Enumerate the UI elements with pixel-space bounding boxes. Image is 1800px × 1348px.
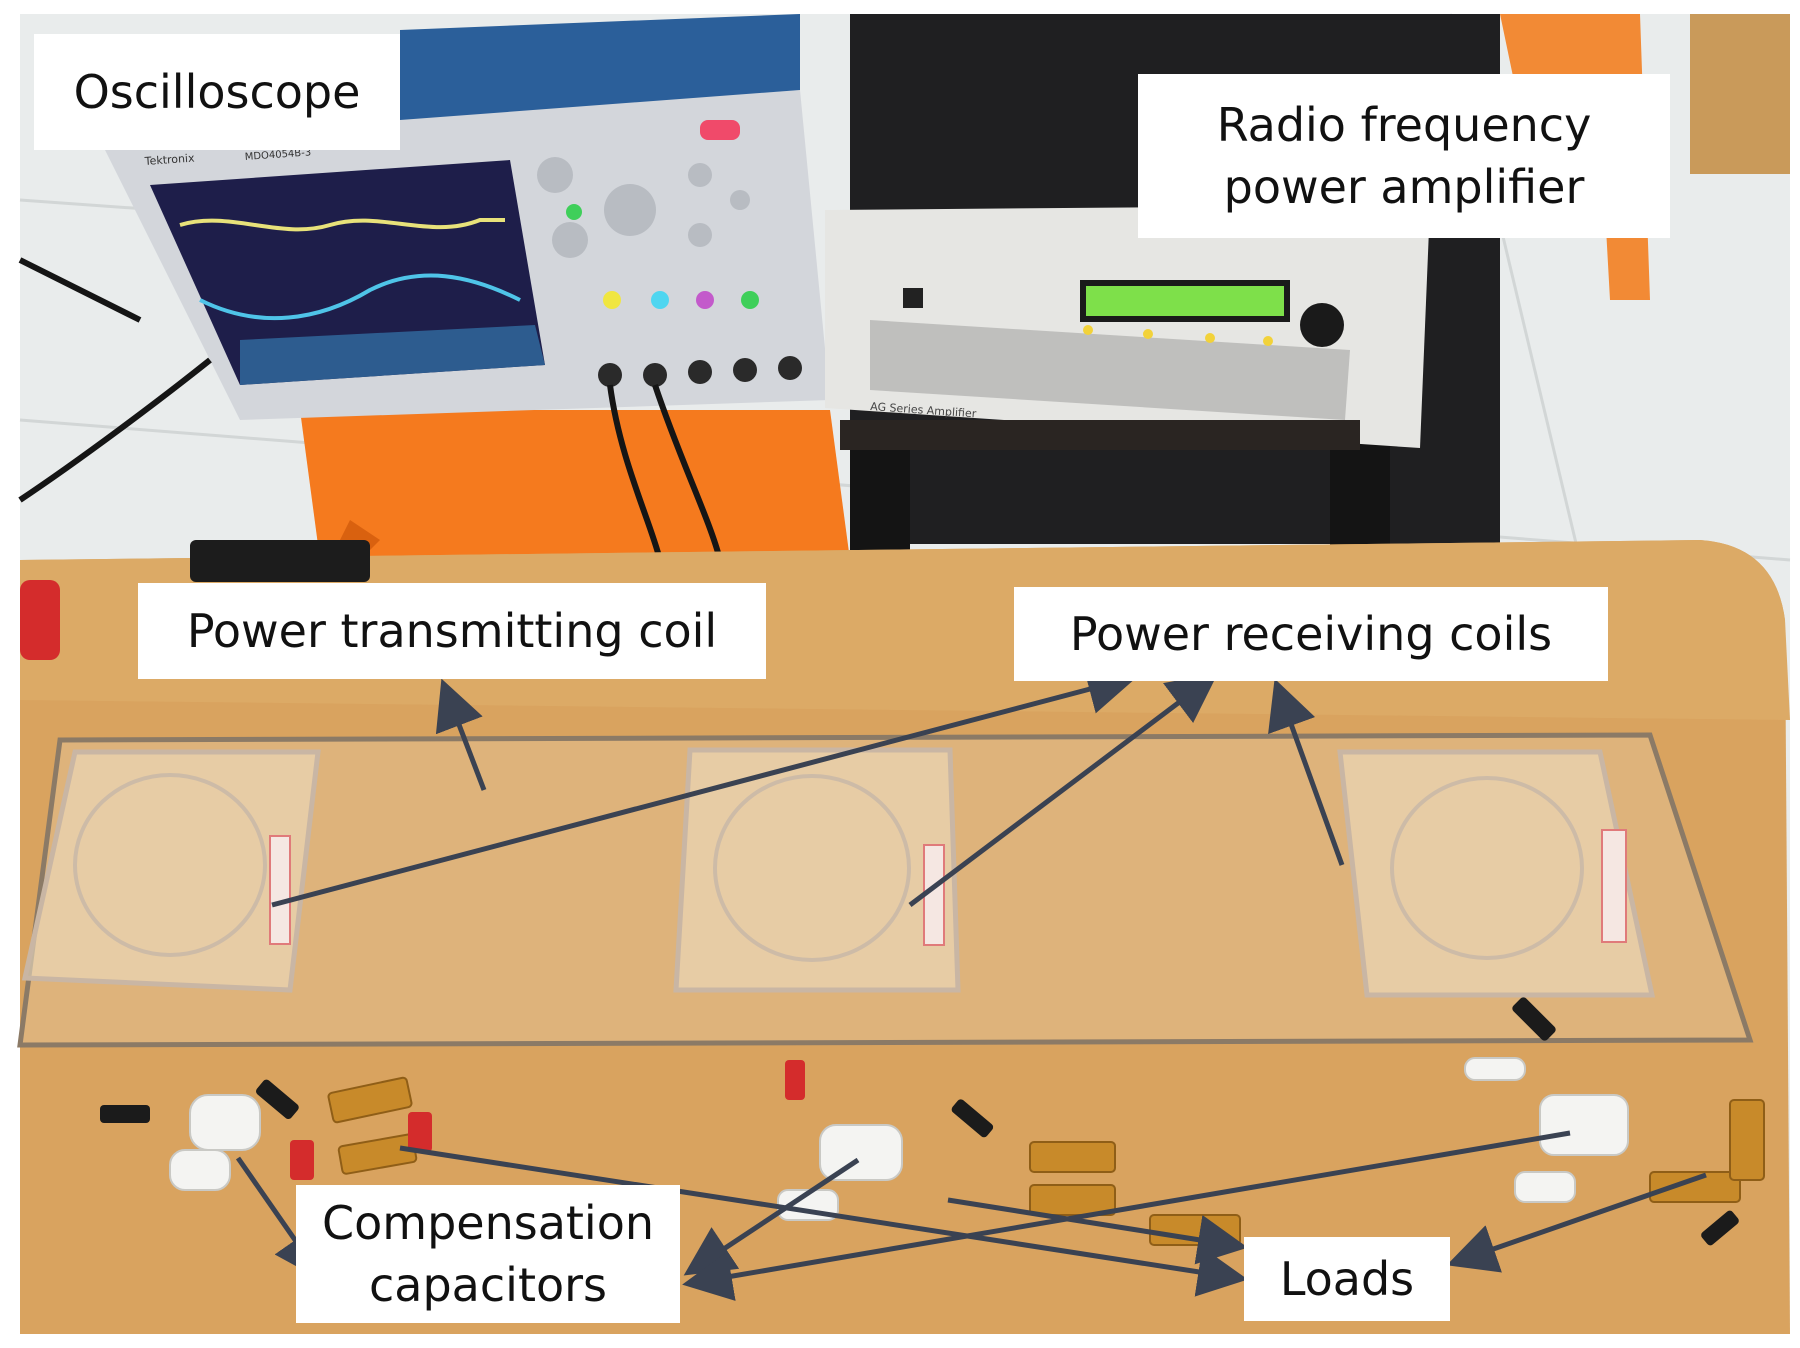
yellow-trace bbox=[179, 218, 505, 232]
oscilloscope-screen bbox=[150, 160, 545, 385]
label-receiving-coils-text: Power receiving coils bbox=[1069, 606, 1553, 661]
label-loads-text: Loads bbox=[1279, 1251, 1415, 1306]
label-transmitting-coil-text: Power transmitting coil bbox=[186, 603, 718, 658]
label-receiving-coils: Power receiving coils bbox=[1014, 587, 1608, 681]
label-transmitting-coil: Power transmitting coil bbox=[138, 583, 766, 679]
orange-stool bbox=[300, 410, 850, 560]
label-rf-amplifier-line2: power amplifier bbox=[1223, 160, 1585, 214]
amplifier-vent-grille bbox=[870, 320, 1350, 420]
arrow-receiving-coil-3 bbox=[1268, 678, 1345, 866]
arrow-load-3 bbox=[1446, 1172, 1707, 1273]
arrow-load-2 bbox=[947, 1197, 1248, 1265]
arrow-receiving-coil-2 bbox=[908, 672, 1218, 907]
oscilloscope-device: Tektronix MDO4054B-3 bbox=[100, 14, 830, 420]
label-rf-amplifier: Radio frequency power amplifier bbox=[1138, 74, 1670, 238]
alligator-clips bbox=[100, 997, 1739, 1246]
arrow-capacitor-3 bbox=[682, 1130, 1571, 1301]
amplifier-knob bbox=[1300, 303, 1344, 347]
annotation-arrows bbox=[235, 665, 1707, 1301]
label-compensation-line2: capacitors bbox=[369, 1258, 607, 1312]
label-oscilloscope: Oscilloscope bbox=[34, 34, 400, 150]
rf-amplifier-device: AG Series Amplifier bbox=[825, 205, 1430, 448]
receiving-coil-rings bbox=[73, 773, 1584, 962]
label-compensation-capacitors: Compensation capacitors bbox=[296, 1185, 680, 1323]
capacitor-bundles bbox=[169, 1057, 1629, 1221]
label-oscilloscope-text: Oscilloscope bbox=[73, 64, 361, 119]
amplifier-stand bbox=[840, 420, 1360, 450]
arrow-transmitting-coil bbox=[435, 678, 487, 791]
amplifier-display bbox=[1086, 286, 1284, 316]
cardboard-box bbox=[1690, 14, 1790, 174]
oscilloscope-knobs bbox=[537, 157, 750, 258]
load-resistors bbox=[327, 1076, 1765, 1246]
oscilloscope-model: MDO4054B-3 bbox=[244, 147, 311, 163]
probe-cables bbox=[18, 257, 723, 561]
arrow-load-1 bbox=[399, 1145, 1248, 1297]
arrow-receiving-coil-1 bbox=[271, 665, 1138, 908]
label-compensation-line1: Compensation bbox=[322, 1195, 654, 1250]
label-loads: Loads bbox=[1244, 1237, 1450, 1321]
probe-box bbox=[190, 540, 370, 582]
cyan-trace bbox=[199, 273, 521, 321]
label-rf-amplifier-line1: Radio frequency bbox=[1216, 97, 1592, 152]
red-clips bbox=[20, 580, 805, 1180]
oscilloscope-brand: Tektronix bbox=[143, 152, 195, 169]
